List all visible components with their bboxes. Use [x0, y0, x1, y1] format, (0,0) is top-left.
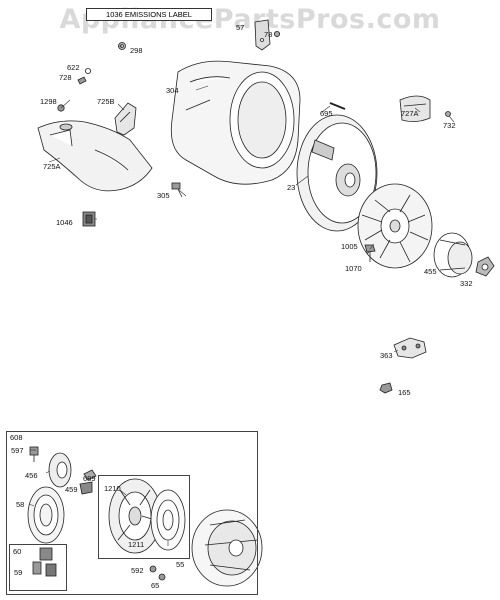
part-label-732: 732	[443, 121, 456, 130]
part-label-60: 60	[13, 547, 22, 556]
part-label-58: 58	[16, 500, 25, 509]
part-459-pawl-drawing	[79, 481, 93, 495]
part-label-305: 305	[157, 191, 170, 200]
part-label-689: 689	[83, 474, 96, 483]
part-label-59: 59	[14, 568, 23, 577]
pulley-group-box	[98, 475, 190, 559]
part-1211-spring-drawing	[150, 489, 186, 551]
part-78-screw-drawing	[273, 30, 280, 37]
part-label-597: 597	[11, 446, 24, 455]
part-58-spring-drawing	[27, 486, 65, 544]
part-label-725b: 725B	[97, 97, 115, 106]
part-1070-screw-drawing	[364, 244, 376, 262]
part-363-bracket-drawing	[393, 337, 427, 359]
part-1005-fan-drawing	[357, 183, 433, 269]
part-592-screw-drawing	[149, 565, 157, 573]
part-label-459: 459	[65, 485, 78, 494]
part-label-78: 78	[264, 30, 273, 39]
part-label-23: 23	[287, 183, 296, 192]
part-305-bolt-drawing	[171, 182, 183, 198]
part-label-622: 622	[67, 63, 80, 72]
part-label-165: 165	[398, 388, 411, 397]
starter-group-box-608	[6, 431, 258, 595]
part-label-298: 298	[130, 46, 143, 55]
part-732-screw-drawing	[445, 111, 451, 117]
part-label-57: 57	[236, 23, 245, 32]
part-1210-pulley-drawing	[108, 478, 162, 554]
emissions-label-callout: 1036 EMISSIONS LABEL	[86, 8, 212, 21]
part-57-bracket-drawing	[254, 19, 271, 51]
part-label-65: 65	[151, 581, 160, 590]
part-label-1210: 1210	[104, 484, 121, 493]
part-23-flywheel-drawing	[296, 114, 378, 232]
part-label-727a: 727A	[401, 109, 419, 118]
part-725a-air-guide-drawing	[37, 120, 153, 192]
part-1046-block-drawing	[82, 211, 96, 227]
part-725b-baffle-drawing	[114, 102, 137, 136]
part-689-spring-drawing	[83, 469, 97, 481]
part-622-washer-drawing	[85, 68, 92, 75]
part-727a-cover-drawing	[399, 95, 431, 122]
part-label-1005: 1005	[341, 242, 358, 251]
part-label-363: 363	[380, 351, 393, 360]
part-label-725a: 725A	[43, 162, 61, 171]
part-label-695: 695	[320, 109, 333, 118]
part-597-pin-drawing	[29, 446, 39, 462]
part-728-screw-drawing	[77, 76, 87, 85]
part-304-blower-housing-drawing	[170, 60, 301, 185]
part-55-starter-housing-drawing	[191, 509, 263, 587]
part-456-pulley-drawing	[48, 452, 72, 488]
part-label-1046: 1046	[56, 218, 73, 227]
part-695-screw-drawing	[329, 102, 346, 110]
part-label-728: 728	[59, 73, 72, 82]
part-label-592: 592	[131, 566, 144, 575]
part-59-dog-drawing	[32, 547, 57, 577]
part-label-456: 456	[25, 471, 38, 480]
dog-group-box-60	[9, 544, 67, 591]
part-label-304: 304	[166, 86, 179, 95]
part-label-608: 608	[10, 433, 23, 442]
part-label-455: 455	[424, 267, 437, 276]
part-label-1070: 1070	[345, 264, 362, 273]
part-332-nut-drawing	[475, 256, 495, 277]
part-65-screw-drawing	[158, 573, 166, 581]
part-165-nut-drawing	[379, 382, 393, 394]
part-label-332: 332	[460, 279, 473, 288]
part-label-1298: 1298	[40, 97, 57, 106]
part-455-screen-drawing	[433, 232, 473, 278]
part-label-55: 55	[176, 560, 185, 569]
part-label-1211: 1211	[128, 540, 145, 549]
